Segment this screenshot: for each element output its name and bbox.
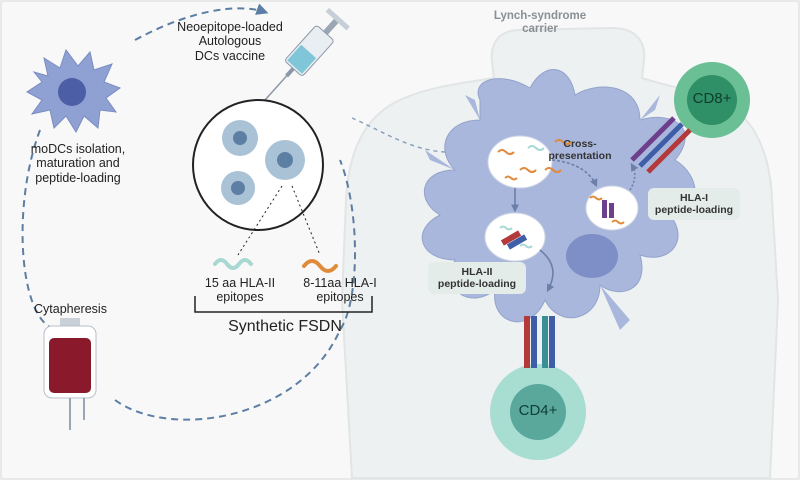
carrier-label: Lynch-syndrome carrier xyxy=(493,10,587,36)
hla2-epitope-glyph xyxy=(213,258,253,270)
dendritic-cell-large xyxy=(421,69,696,323)
blood-bag xyxy=(43,318,97,430)
hla1-tcr-complex xyxy=(630,116,692,174)
fsdn-bracket xyxy=(194,296,373,313)
hla2-loading-label: HLA-II peptide-loading xyxy=(437,266,517,291)
vaccine-label: Neoepitope-loaded Autologous DCs vaccine xyxy=(177,20,283,63)
synthetic-fsdn-label: Synthetic FSDN xyxy=(228,318,342,335)
peptides-orange xyxy=(497,139,625,225)
hla2-tcr-complex xyxy=(524,316,555,368)
hla1-loading-tag xyxy=(648,188,740,220)
hla1-epitopes-label: 8-11aa HLA-I epitopes xyxy=(303,276,377,305)
dashed-cycle-arrow xyxy=(134,3,269,41)
peptides-teal xyxy=(499,145,545,249)
hla1-in-vesicle xyxy=(602,200,614,218)
cd8-label: CD8+ xyxy=(692,90,732,107)
modc-isolation-label: moDCs isolation, maturation and peptide-… xyxy=(30,142,126,185)
modc-cell xyxy=(26,48,122,134)
cd4-label: CD4+ xyxy=(518,402,558,419)
hla2-epitopes-label: 15 aa HLA-II epitopes xyxy=(204,276,276,305)
hla1-epitope-glyph xyxy=(302,259,338,273)
hla2-in-vesicle xyxy=(500,230,528,250)
dc-nucleus xyxy=(566,234,618,278)
hla2-loading-tag xyxy=(428,262,526,294)
cytapheresis-label: Cytapheresis xyxy=(34,302,107,316)
cross-presentation-label: Cross- presentation xyxy=(548,138,612,163)
hla1-loading-label: HLA-I peptide-loading xyxy=(654,192,734,217)
